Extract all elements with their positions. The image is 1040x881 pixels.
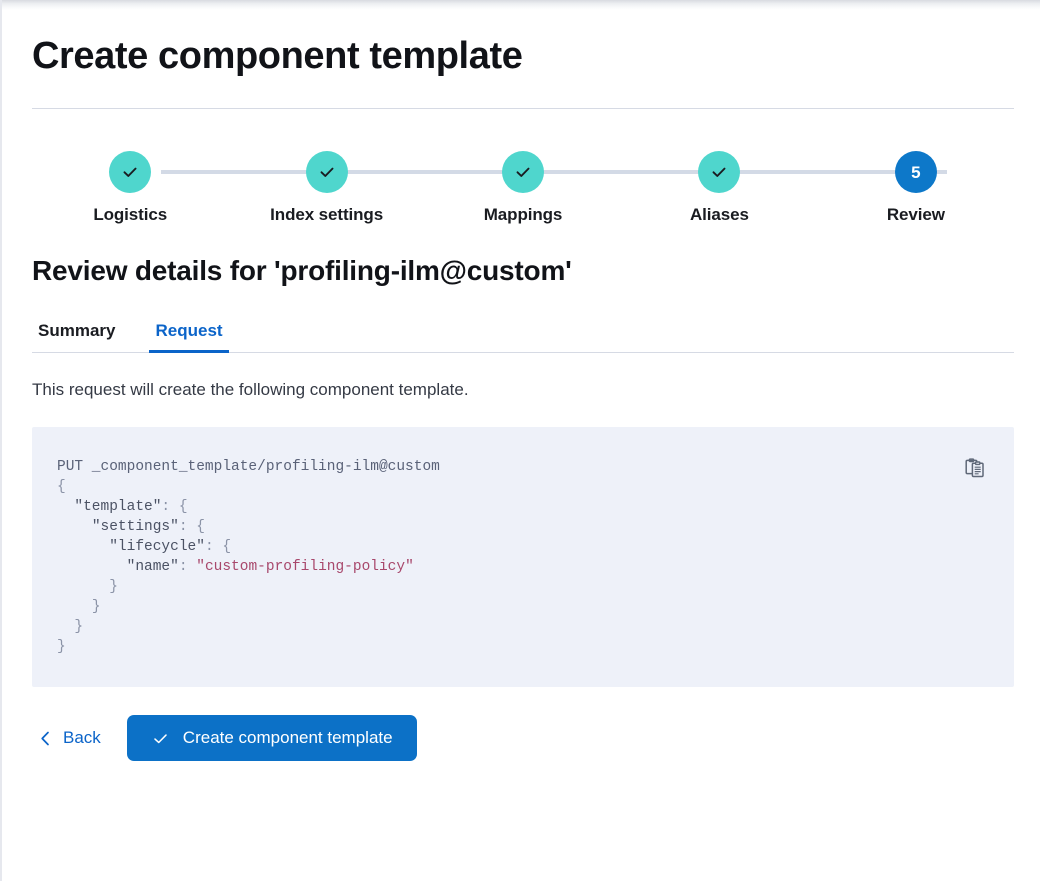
step-number: 5 <box>911 162 921 182</box>
chevron-left-icon <box>41 731 49 745</box>
review-tabs: Summary Request <box>32 315 1014 353</box>
page-title: Create component template <box>32 35 523 77</box>
check-icon <box>154 733 167 743</box>
request-code-panel: PUT _component_template/profiling-ilm@cu… <box>32 427 1014 687</box>
step-connector-2 <box>358 170 554 174</box>
create-component-template-button[interactable]: Create component template <box>126 715 417 761</box>
review-heading: Review details for 'profiling-ilm@custom… <box>32 255 572 286</box>
step-index-settings[interactable]: Index settings <box>228 151 424 225</box>
request-description: This request will create the following c… <box>32 380 469 399</box>
wizard-actions: Back Create component template <box>32 715 1014 761</box>
step-label: Logistics <box>93 205 168 224</box>
step-label: Index settings <box>270 205 384 224</box>
tab-request[interactable]: Request <box>149 320 229 353</box>
wizard-stepper: Logistics Index settings <box>32 151 1014 229</box>
tab-summary[interactable]: Summary <box>32 320 121 352</box>
step-indicator-complete <box>698 151 741 193</box>
back-button-label: Back <box>63 728 101 747</box>
step-indicator-complete <box>109 151 152 193</box>
step-connector-3 <box>554 170 751 174</box>
title-divider <box>32 108 1014 109</box>
copy-request-button[interactable] <box>962 455 988 481</box>
step-indicator-current: 5 <box>894 151 937 193</box>
step-list: Logistics Index settings <box>32 151 1014 225</box>
check-icon <box>516 167 530 177</box>
step-connector-4 <box>751 170 947 174</box>
step-label: Aliases <box>690 205 749 224</box>
copy-clipboard-icon <box>965 458 984 478</box>
step-aliases[interactable]: Aliases <box>621 151 817 225</box>
check-icon <box>123 167 137 177</box>
request-code-block: PUT _component_template/profiling-ilm@cu… <box>57 459 440 655</box>
step-label: Review <box>886 205 945 224</box>
request-method-line: PUT _component_template/profiling-ilm@cu… <box>57 459 440 475</box>
step-label: Mappings <box>483 205 563 224</box>
window-left-border <box>0 0 2 881</box>
lifecycle-name-value: "custom-profiling-policy" <box>196 559 414 575</box>
step-logistics[interactable]: Logistics <box>32 151 228 225</box>
step-indicator-complete <box>502 151 545 193</box>
step-mappings[interactable]: Mappings <box>425 151 621 225</box>
page-content: Create component template Logistics <box>32 0 1014 761</box>
step-connector-1 <box>161 170 358 174</box>
create-button-label: Create component template <box>182 728 393 747</box>
check-icon <box>712 167 726 177</box>
back-button[interactable]: Back <box>32 720 107 756</box>
step-indicator-complete <box>305 151 348 193</box>
check-icon <box>320 167 334 177</box>
step-review[interactable]: 5 Review <box>818 151 1014 225</box>
